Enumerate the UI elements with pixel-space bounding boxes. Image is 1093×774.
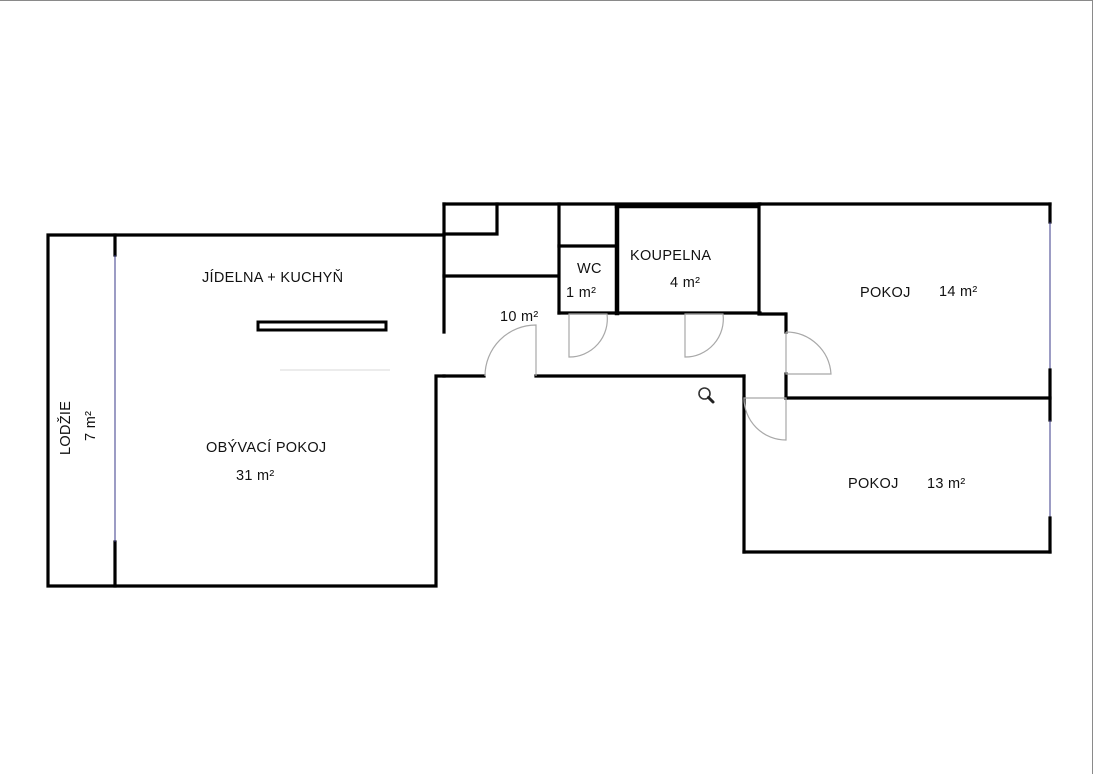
- kitchen-counter: [256, 320, 388, 332]
- door-koupelna: [684, 313, 724, 358]
- room-name-jidelna: JÍDELNA + KUCHYŇ: [202, 270, 344, 286]
- room-name-lodzie: LODŽIE: [58, 400, 74, 455]
- door-pokoj2: [743, 397, 787, 441]
- magnifier-icon[interactable]: [697, 386, 717, 406]
- room-name-wc: WC: [577, 261, 602, 277]
- room-name-pokoj1: POKOJ: [860, 285, 911, 301]
- room-area-wc: 1 m²: [566, 285, 597, 301]
- room-name-koupelna: KOUPELNA: [630, 248, 712, 264]
- door-wc: [568, 313, 608, 358]
- hall-walls: [442, 202, 787, 400]
- room-area-pokoj2: 13 m²: [927, 476, 966, 492]
- room-area-pokoj1: 14 m²: [939, 284, 978, 300]
- room-area-hall: 10 m²: [500, 309, 539, 325]
- door-pokoj1: [785, 331, 832, 375]
- west-wing-walls: [46, 233, 446, 588]
- room-area-lodzie: 7 m²: [83, 410, 99, 441]
- room-area-koupelna: 4 m²: [670, 275, 701, 291]
- room-name-obyvaci: OBÝVACÍ POKOJ: [206, 440, 327, 456]
- east-wing-walls: [742, 202, 1052, 554]
- doors: [484, 313, 832, 441]
- room-name-pokoj2: POKOJ: [848, 476, 899, 492]
- room-area-obyvaci: 31 m²: [236, 468, 275, 484]
- door-hall-entry: [484, 324, 537, 377]
